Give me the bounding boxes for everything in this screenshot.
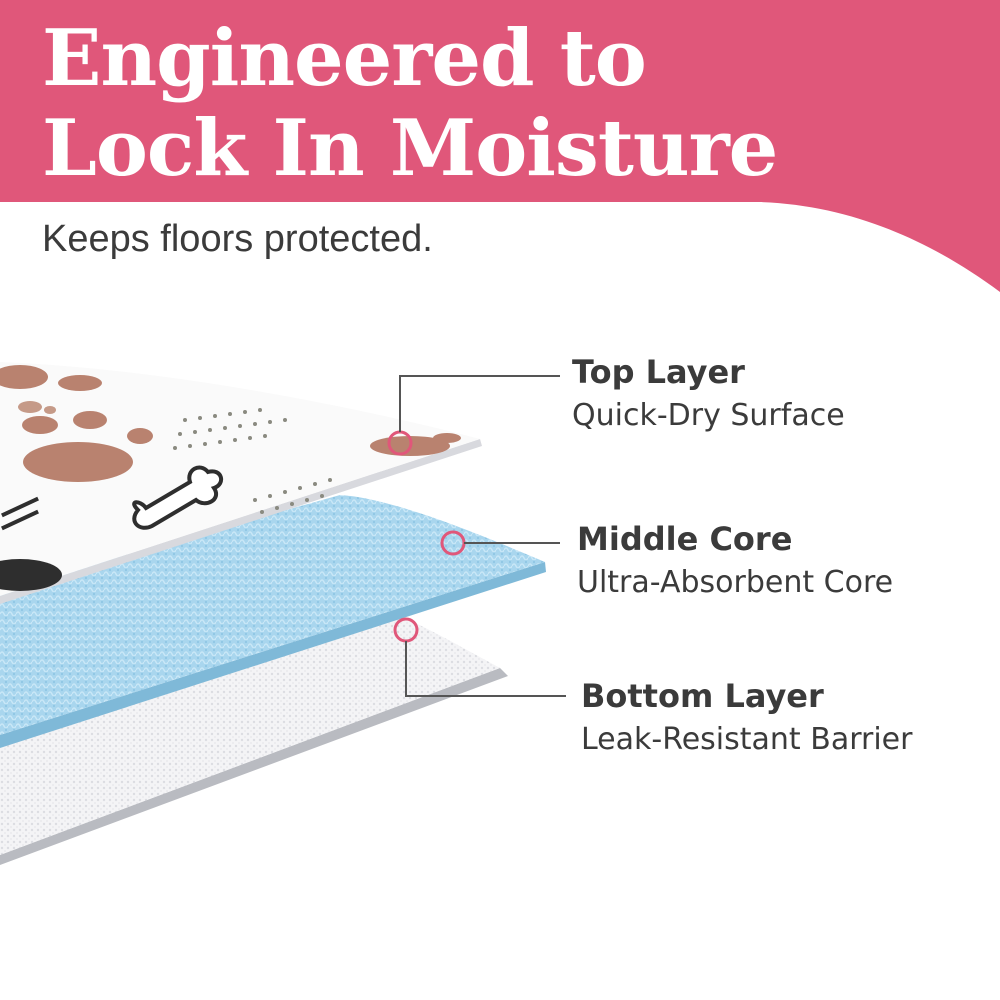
headline: Engineered to Lock In Moisture <box>42 13 778 194</box>
paw-print-icon <box>0 365 102 391</box>
headline-line-1: Engineered to <box>42 13 647 104</box>
pattern-dots <box>173 408 332 514</box>
top-layer-title: Top Layer <box>572 353 745 391</box>
callout-line-bottom <box>405 641 566 697</box>
bottom-layer <box>0 596 508 865</box>
subtitle: Keeps floors protected. <box>42 218 433 260</box>
bottom-layer-title: Bottom Layer <box>581 677 824 715</box>
middle-core-description: Ultra-Absorbent Core <box>577 565 894 600</box>
top-layer-description: Quick-Dry Surface <box>572 398 845 433</box>
callout-line-top <box>399 375 560 432</box>
paw-print-icon <box>18 401 56 414</box>
pattern-black-shapes <box>0 496 62 591</box>
paw-print-icon <box>22 411 153 482</box>
bottom-layer-label: Bottom Layer Leak-Resistant Barrier <box>581 674 912 762</box>
top-layer-label: Top Layer Quick-Dry Surface <box>572 350 845 438</box>
header-banner <box>0 0 1000 292</box>
top-layer <box>0 362 482 604</box>
bone-icon <box>132 465 224 530</box>
middle-core-title: Middle Core <box>577 520 793 558</box>
pad-layers-illustration <box>0 362 546 865</box>
headline-line-2: Lock In Moisture <box>42 103 778 194</box>
middle-core-label: Middle Core Ultra-Absorbent Core <box>577 517 893 605</box>
banner-shape <box>0 0 1000 292</box>
bottom-layer-description: Leak-Resistant Barrier <box>581 722 913 757</box>
